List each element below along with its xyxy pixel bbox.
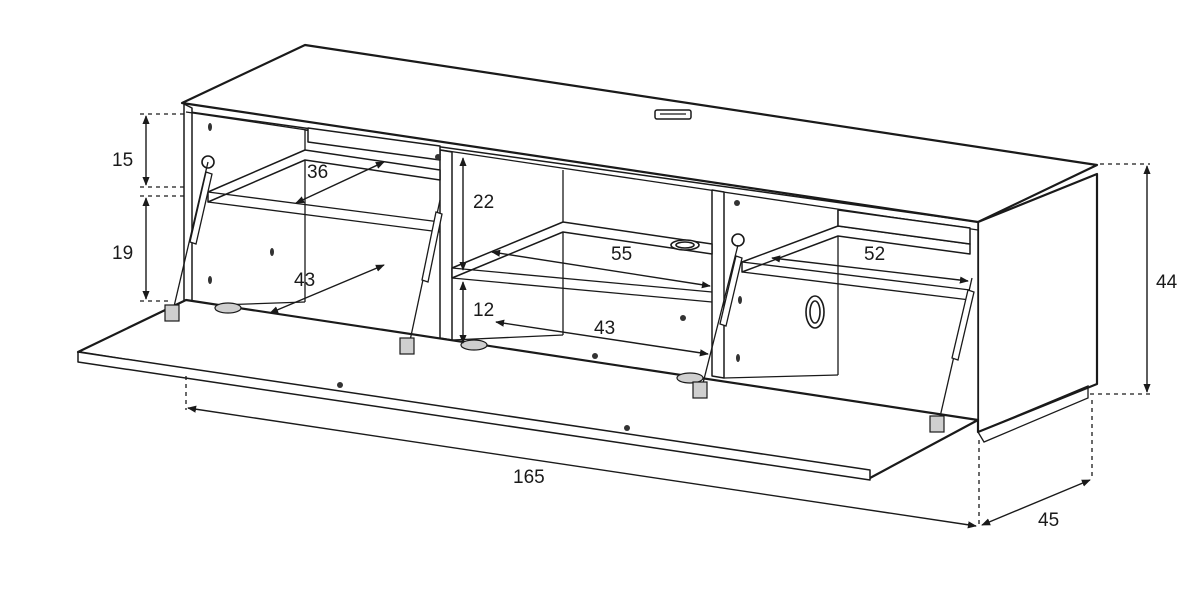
- flap-hole: [592, 353, 598, 359]
- dim-center-lower-depth: [495, 319, 709, 357]
- screw-hole: [270, 248, 274, 256]
- right-floor-line: [723, 374, 839, 379]
- screw-hole: [435, 154, 441, 160]
- top-panel: [180, 43, 1099, 224]
- shelf-left-top: [207, 191, 441, 223]
- strut-bracket-icon: [692, 381, 708, 399]
- label-center-upper-height: 22: [473, 192, 494, 213]
- strut-bracket-icon: [399, 337, 415, 355]
- flap-hole: [337, 382, 343, 388]
- strut-rod: [699, 244, 739, 396]
- dim-overall-depth: [981, 479, 1091, 526]
- label-center-lower-depth: 43: [594, 318, 615, 339]
- label-center-lower-height: 12: [473, 300, 494, 321]
- strut-cylinder: [189, 171, 213, 245]
- strut-pivot-icon: [731, 233, 745, 247]
- dimension-labels: 15 19 36 43 22 55 12 43 52 44 165 45: [112, 150, 1178, 531]
- dim-left-upper-depth: [295, 161, 385, 204]
- dim-center-upper-width: [491, 249, 711, 289]
- base-plinth: [977, 385, 1089, 443]
- strut-cylinder: [719, 255, 743, 327]
- flap-hole: [680, 315, 686, 321]
- label-overall-depth: 45: [1038, 510, 1059, 531]
- right-top-strip: [837, 209, 971, 245]
- label-overall-width: 165: [513, 467, 545, 488]
- label-left-lower-depth: 43: [294, 270, 315, 291]
- label-left-lower-height: 19: [112, 243, 133, 264]
- hinge-plate-icon: [676, 372, 704, 384]
- dim-right-upper-width: [771, 255, 969, 284]
- strut-bracket-icon: [929, 415, 945, 433]
- label-center-upper-width: 55: [611, 244, 632, 265]
- left-top-strip: [307, 127, 441, 161]
- hinge-plate-icon: [460, 339, 488, 351]
- divider-right: [711, 189, 725, 379]
- shelf-left-front: [207, 201, 441, 233]
- label-right-upper-width: 52: [864, 244, 885, 265]
- screw-hole: [734, 200, 740, 206]
- flap-hole: [624, 425, 630, 431]
- right-cable-hole-inner: [809, 300, 821, 324]
- label-left-upper-height: 15: [112, 150, 133, 171]
- left-side-panel: [183, 103, 193, 311]
- strut-bracket-icon: [164, 304, 180, 322]
- screw-hole: [736, 354, 740, 362]
- label-left-upper-depth: 36: [307, 162, 328, 183]
- strut-cylinder: [421, 211, 443, 283]
- dim-overall-width: [187, 405, 977, 529]
- gas-struts: [164, 161, 975, 433]
- screw-hole: [738, 296, 742, 304]
- hinge-plate-icon: [214, 302, 242, 314]
- dim-left-lower-depth: [269, 264, 385, 314]
- screw-hole: [208, 276, 212, 284]
- center-cable-hole-inner: [675, 241, 695, 249]
- label-overall-height: 44: [1156, 272, 1178, 293]
- screw-hole: [208, 123, 212, 131]
- divider-left: [439, 149, 453, 341]
- dimension-lines: [140, 113, 1151, 529]
- strut-cylinder: [951, 289, 975, 361]
